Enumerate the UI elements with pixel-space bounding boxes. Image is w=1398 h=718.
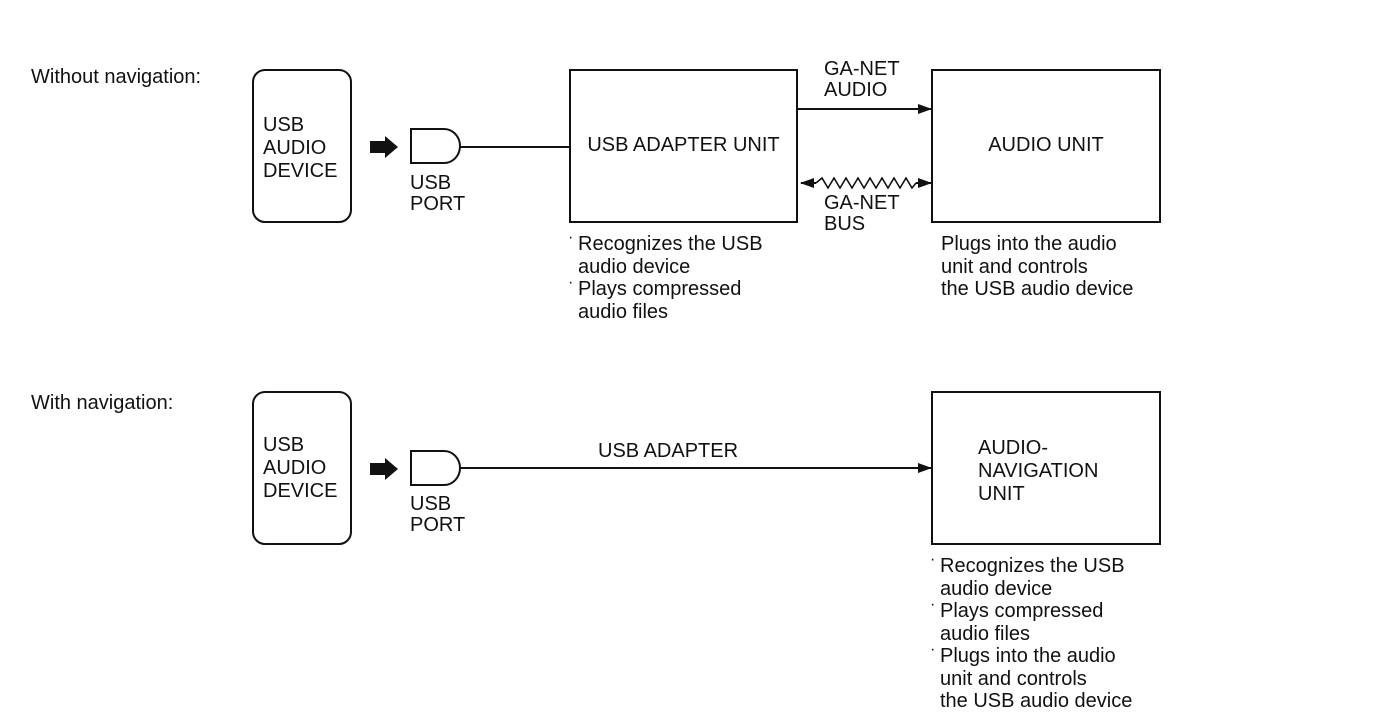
- page-background: [0, 600, 1398, 718]
- usb-audio-device-box-bottom: [252, 391, 352, 545]
- ga-net-bus-label: GA-NET BUS: [824, 192, 900, 235]
- ga-net-audio-label: GA-NET AUDIO: [824, 58, 900, 101]
- ga-net-bus-zigzag: [815, 176, 917, 190]
- audio-navigation-unit-label: AUDIO- NAVIGATION UNIT: [978, 437, 1099, 505]
- navigation-note-item: Plugs into the audio unit and controls t…: [930, 639, 1132, 713]
- usb-audio-device-box-top: [252, 69, 352, 223]
- usb-port-label: USB PORT: [410, 493, 466, 536]
- insert-arrow-icon: [370, 136, 398, 158]
- adapter-notes: Recognizes the USB audio device Plays co…: [568, 227, 763, 323]
- with-navigation-heading: With navigation:: [31, 392, 174, 414]
- navigation-note-item: Plays compressed audio files: [930, 594, 1132, 645]
- audio-unit-label: AUDIO UNIT: [988, 134, 1104, 156]
- audio-navigation-unit-box: [931, 391, 1161, 545]
- usb-adapter-unit-box: [569, 69, 798, 223]
- audio-unit-box: [931, 69, 1161, 223]
- usb-port-plug-icon: [410, 128, 461, 164]
- audio-unit-note: Plugs into the audio unit and controls t…: [941, 233, 1134, 300]
- usb-adapter-unit-label: USB ADAPTER UNIT: [587, 134, 780, 156]
- without-navigation-heading: Without navigation:: [31, 66, 202, 88]
- navigation-unit-notes: Recognizes the USB audio device Plays co…: [930, 549, 1132, 713]
- adapter-note-item: Plays compressed audio files: [568, 272, 763, 323]
- usb-port-label: USB PORT: [410, 172, 466, 215]
- navigation-note-item: Recognizes the USB audio device: [930, 549, 1132, 600]
- audio-unit-notes: Plugs into the audio unit and controls t…: [941, 233, 1133, 301]
- usb-audio-device-label: USB AUDIO DEVICE: [263, 114, 338, 182]
- adapter-note-item: Recognizes the USB audio device: [568, 227, 763, 278]
- insert-arrow-icon: [370, 458, 398, 480]
- usb-adapter-link-label: USB ADAPTER: [598, 440, 739, 462]
- usb-audio-device-label: USB AUDIO DEVICE: [263, 434, 338, 502]
- usb-port-plug-icon: [410, 450, 461, 486]
